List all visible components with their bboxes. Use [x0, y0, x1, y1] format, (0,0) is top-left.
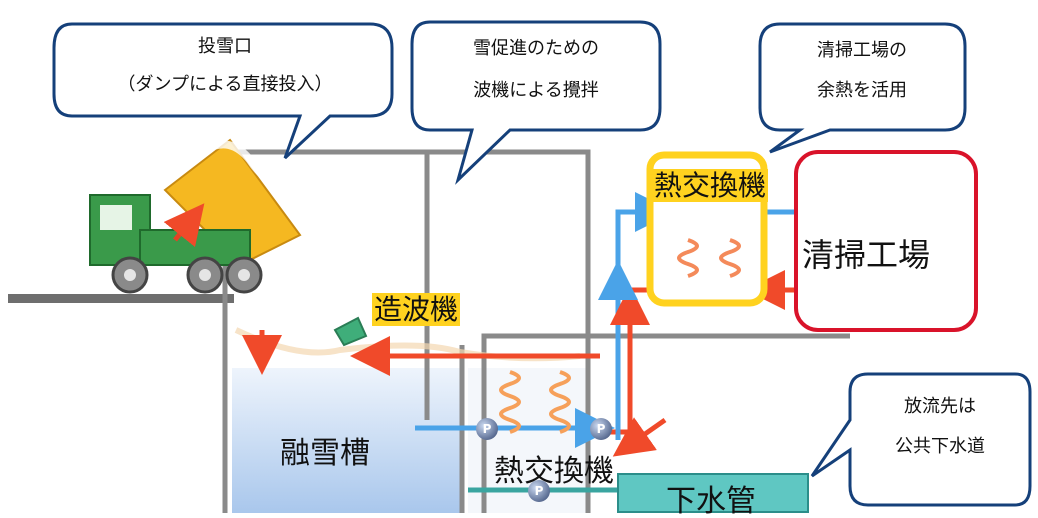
bubble-waste-heat-text: 清掃工場の 余熱を活用 [762, 38, 962, 104]
pump-icon: P [590, 418, 612, 440]
bubble-discharge-line2: 公共下水道 [895, 436, 985, 457]
bubble-waste-heat [758, 22, 967, 154]
bubble-waste-heat-line2: 余熱を活用 [817, 80, 907, 101]
pump-icon: P [528, 480, 550, 502]
bubble-dump-inlet-line1: 投雪口 [198, 36, 252, 57]
dump-truck [89, 138, 302, 294]
pump-icon: P [476, 418, 498, 440]
sewer-pipe-box [617, 473, 809, 513]
pit-heat-exchanger-coils [499, 370, 571, 434]
wave-machine-label: 造波機 [372, 288, 461, 328]
bubble-wave-mixing-text: 雪促進のための 波機による攪拌 [414, 36, 658, 104]
bubble-dump-inlet-line2: （ダンプによる直接投入） [117, 74, 333, 95]
bubble-wave-mixing [410, 20, 662, 185]
upper-heat-exchanger-coils [677, 238, 741, 278]
bubble-discharge-text: 放流先は 公共下水道 [852, 394, 1028, 460]
bubble-discharge-line1: 放流先は [904, 396, 976, 417]
bubble-discharge [810, 372, 1032, 507]
cleaning-plant-label: 清掃工場 [802, 236, 931, 274]
wave-machine-label-text: 造波機 [372, 293, 461, 326]
sewer-pipe-label: 下水管 [666, 484, 756, 518]
bubble-wave-mixing-line1: 雪促進のための [473, 38, 599, 59]
sewer-hot-arrow [612, 417, 667, 457]
lower-heat-exchanger-label: 熱交換機 [494, 454, 614, 489]
wave-machine-nozzle [333, 316, 368, 347]
upper-heat-exchanger-label-text: 熱交換機 [652, 169, 769, 202]
melting-tank-label: 融雪槽 [280, 436, 370, 471]
ground-slab [8, 294, 234, 303]
melting-tank-water [232, 368, 462, 513]
bubble-waste-heat-line1: 清掃工場の [817, 40, 907, 61]
bubble-wave-mixing-line2: 波機による攪拌 [473, 80, 599, 101]
bubble-dump-inlet [52, 22, 394, 160]
bubble-dump-inlet-text: 投雪口 （ダンプによる直接投入） [60, 34, 390, 98]
cold-pipe-to-plant [615, 192, 675, 440]
upper-heat-exchanger-label: 熱交換機 [652, 164, 769, 204]
cleaning-plant-box [794, 150, 978, 332]
